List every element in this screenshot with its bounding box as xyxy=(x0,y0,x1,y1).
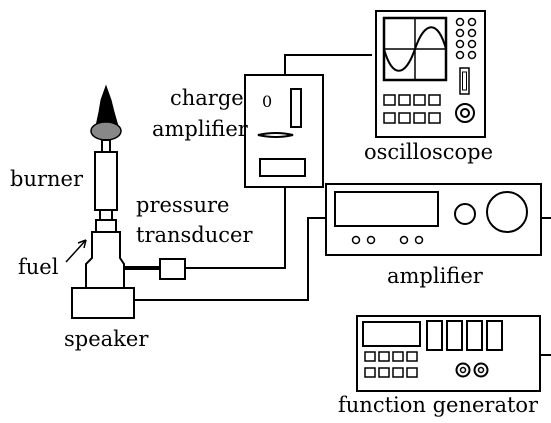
label-burner: burner xyxy=(10,167,84,191)
label-fuel: fuel xyxy=(18,255,59,279)
label-charge: charge xyxy=(170,86,244,110)
label-function-generator: function generator xyxy=(338,393,539,417)
burner-tube xyxy=(94,151,118,211)
oscilloscope xyxy=(375,10,486,138)
flame-base-icon xyxy=(90,121,122,141)
connection-wires xyxy=(134,54,551,356)
label-amplifier: amplifier xyxy=(387,264,484,288)
burner-assembly xyxy=(71,84,135,319)
label-pressure: pressure xyxy=(136,193,229,217)
speaker-box xyxy=(71,287,135,319)
burner-lower-body xyxy=(85,231,125,289)
label-transducer: transducer xyxy=(136,223,253,247)
amplifier-large-knob-icon xyxy=(486,191,528,233)
oscilloscope-slider xyxy=(459,67,470,95)
function-generator-display xyxy=(362,321,421,347)
pressure-transducer xyxy=(124,258,186,280)
function-generator xyxy=(356,315,541,392)
sine-wave-icon xyxy=(383,26,447,72)
oscilloscope-knob-icon xyxy=(455,103,475,123)
charge-amplifier xyxy=(244,74,324,188)
charge-amplifier-knob-label: 0 xyxy=(262,92,272,111)
label-oscilloscope: oscilloscope xyxy=(364,140,493,164)
fuel-arrow xyxy=(65,239,87,263)
amplifier-display xyxy=(334,191,439,227)
function-generator-knob-right-icon xyxy=(473,362,489,378)
function-generator-keypad xyxy=(364,351,418,378)
oscilloscope-keypad xyxy=(383,94,441,124)
label-amplifier-charge: amplifier xyxy=(152,117,249,141)
power-amplifier xyxy=(325,183,542,256)
oscilloscope-buttons xyxy=(455,17,477,60)
function-generator-switches xyxy=(426,320,503,351)
amplifier-small-knob-icon xyxy=(454,203,476,225)
function-generator-knob-left-icon xyxy=(455,362,471,378)
label-speaker: speaker xyxy=(64,327,149,351)
